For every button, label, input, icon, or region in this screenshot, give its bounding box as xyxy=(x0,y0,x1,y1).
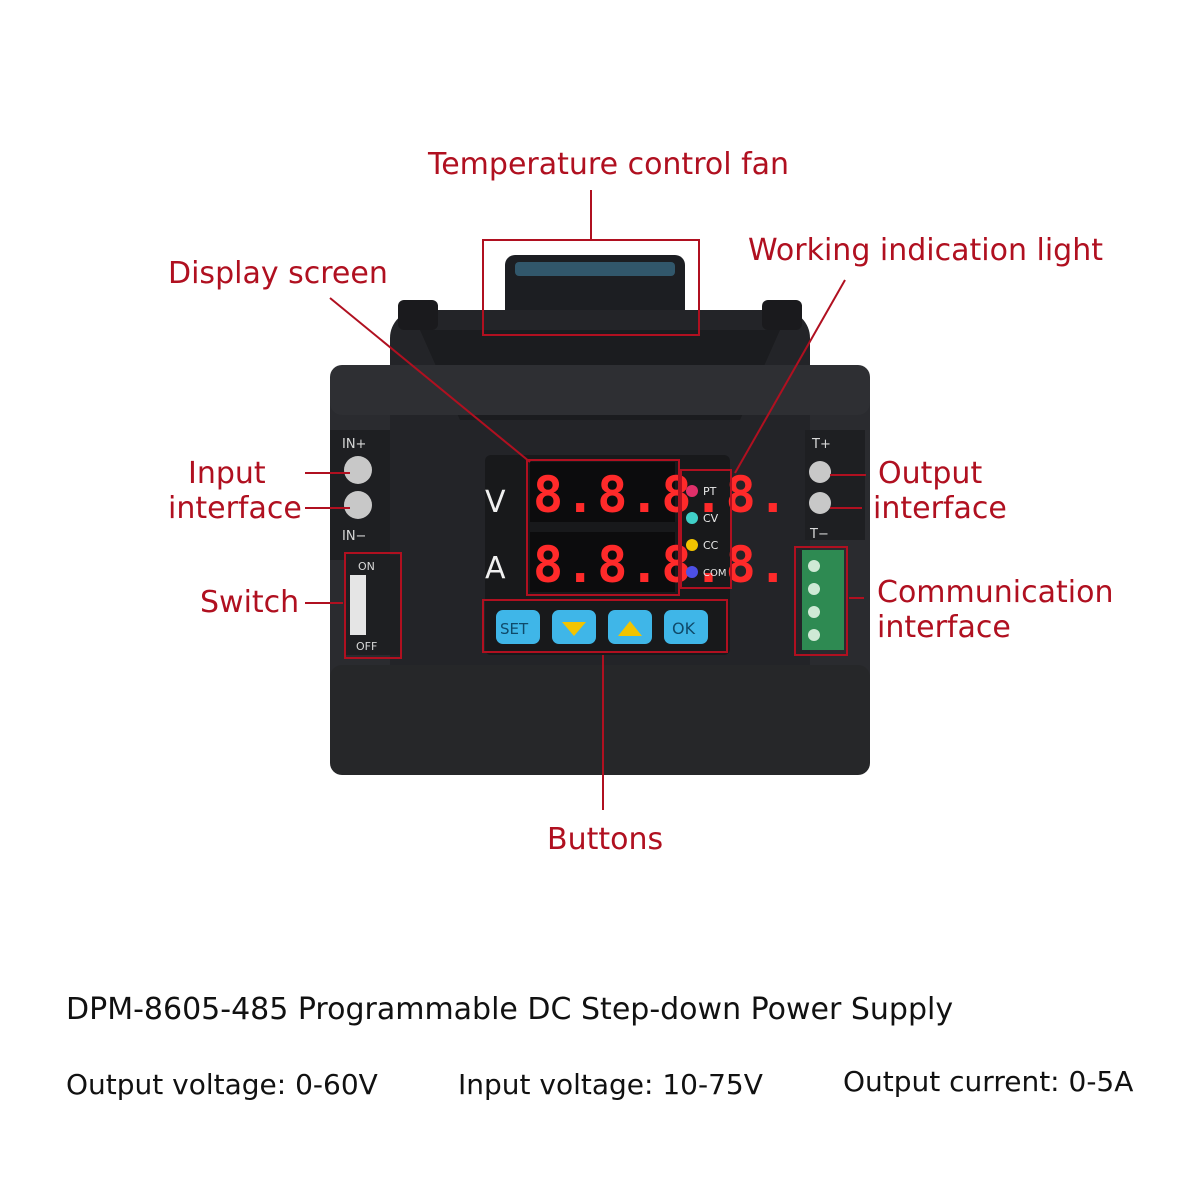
comm-callout-line1: Communication xyxy=(877,575,1114,610)
switch-on-label: ON xyxy=(358,560,375,573)
led-cv-icon xyxy=(686,512,698,524)
indicator-callout: Working indication light xyxy=(748,233,1103,268)
up-arrow-icon xyxy=(618,621,642,636)
spec-output-voltage: Output voltage: 0-60V xyxy=(66,1068,378,1101)
switch-callout: Switch xyxy=(200,585,300,620)
output-callout-line2: interface xyxy=(873,491,1007,526)
input-callout-line1: Input xyxy=(188,456,266,491)
output-terminal-screw-icon xyxy=(809,461,831,483)
ok-button-label: OK xyxy=(672,619,696,638)
voltage-display: 8.8.8.8. xyxy=(533,466,790,524)
led-pt-label: PT xyxy=(703,485,717,498)
switch-off-label: OFF xyxy=(356,640,377,653)
output-callout-line1: Output xyxy=(878,456,983,491)
out-minus-label: T− xyxy=(809,527,829,542)
leader-lines xyxy=(305,190,866,810)
led-com-label: COM xyxy=(703,568,726,579)
led-cc-label: CC xyxy=(703,539,719,552)
input-terminal-screw-icon xyxy=(344,491,372,519)
ok-button[interactable] xyxy=(664,610,708,644)
led-cv-label: CV xyxy=(703,512,719,525)
led-pt-icon xyxy=(686,485,698,497)
product-title: DPM-8605-485 Programmable DC Step-down P… xyxy=(66,992,954,1027)
set-button-label: SET xyxy=(500,620,529,638)
spec-output-current: Output current: 0-5A xyxy=(843,1065,1134,1098)
dip-switch-icon xyxy=(350,575,366,635)
set-button[interactable] xyxy=(496,610,540,644)
current-label: A xyxy=(485,551,506,586)
led-cc-icon xyxy=(686,539,698,551)
fan-callout: Temperature control fan xyxy=(428,147,790,182)
comm-callout-line2: interface xyxy=(877,610,1011,645)
buttons-callout: Buttons xyxy=(547,822,664,857)
button-row: SET OK xyxy=(496,610,708,644)
current-display: 8.8.8.8. xyxy=(533,536,790,594)
voltage-label: V xyxy=(485,485,506,520)
in-minus-label: IN− xyxy=(342,529,366,544)
in-plus-label: IN+ xyxy=(342,437,366,452)
input-terminal-screw-icon xyxy=(344,456,372,484)
input-callout-line2: interface xyxy=(168,491,302,526)
led-com-icon xyxy=(686,566,698,578)
down-arrow-icon xyxy=(562,622,586,636)
display-callout: Display screen xyxy=(168,256,388,291)
output-terminal-screw-icon xyxy=(809,492,831,514)
spec-input-voltage: Input voltage: 10-75V xyxy=(458,1068,763,1101)
out-plus-label: T+ xyxy=(811,437,831,452)
status-leds: PT CV CC COM xyxy=(686,485,726,579)
